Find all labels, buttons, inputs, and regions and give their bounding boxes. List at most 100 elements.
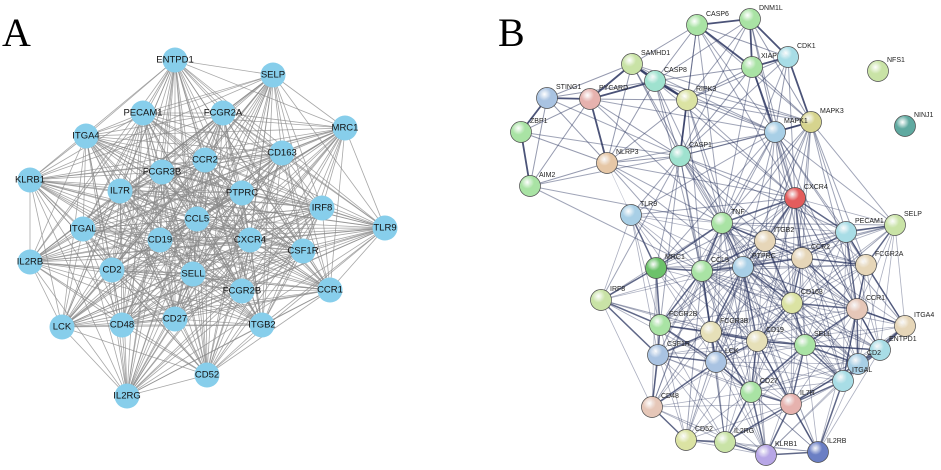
node-itgb2[interactable] bbox=[754, 230, 776, 252]
node-ripk3[interactable] bbox=[676, 89, 698, 111]
node-mapk1[interactable] bbox=[764, 121, 786, 143]
node-sell[interactable] bbox=[180, 261, 206, 287]
node-pecam1[interactable] bbox=[835, 221, 857, 243]
node-cd2[interactable] bbox=[847, 353, 869, 375]
node-samhd1[interactable] bbox=[621, 53, 643, 75]
node-fcgr3b[interactable] bbox=[700, 321, 722, 343]
node-klrb1[interactable] bbox=[755, 444, 777, 466]
node-cd163[interactable] bbox=[781, 292, 803, 314]
node-entpd1[interactable] bbox=[869, 339, 891, 361]
node-ninj1[interactable] bbox=[894, 115, 916, 137]
node-tlr9[interactable] bbox=[372, 215, 398, 241]
node-il2rg[interactable] bbox=[714, 431, 736, 453]
node-cd52[interactable] bbox=[194, 362, 220, 388]
node-cd48[interactable] bbox=[641, 396, 663, 418]
edge-mapk1-casp1 bbox=[679, 131, 776, 157]
node-ccr1[interactable] bbox=[846, 298, 868, 320]
node-irf8[interactable] bbox=[309, 195, 335, 221]
node-il7r[interactable] bbox=[780, 393, 802, 415]
node-klrb1[interactable] bbox=[17, 167, 43, 193]
node-label-fcgr2a: FCGR2A bbox=[875, 251, 904, 258]
node-cxcr4[interactable] bbox=[237, 227, 263, 253]
node-casp6[interactable] bbox=[686, 14, 708, 36]
edge-casp6-xiap bbox=[696, 24, 753, 68]
edge-mrc1-cd48 bbox=[651, 267, 657, 408]
node-lck[interactable] bbox=[705, 351, 727, 373]
node-cxcr4[interactable] bbox=[784, 187, 806, 209]
node-nlrp3[interactable] bbox=[596, 152, 618, 174]
node-lck[interactable] bbox=[49, 314, 75, 340]
edge-sell-itgb2 bbox=[192, 273, 263, 326]
node-csf1r[interactable] bbox=[647, 344, 669, 366]
node-fcgr2a[interactable] bbox=[210, 100, 236, 126]
node-itga4[interactable] bbox=[894, 315, 916, 337]
node-xiap[interactable] bbox=[741, 56, 763, 78]
edge-sell-csf1r bbox=[657, 344, 806, 356]
edge-mrc1-cd52 bbox=[206, 127, 346, 376]
node-cd19[interactable] bbox=[147, 227, 173, 253]
node-selp[interactable] bbox=[884, 214, 906, 236]
node-cd19[interactable] bbox=[746, 330, 768, 352]
node-zbp1[interactable] bbox=[510, 121, 532, 143]
node-pecam1[interactable] bbox=[130, 100, 156, 126]
node-sell[interactable] bbox=[794, 334, 816, 356]
node-il2rb[interactable] bbox=[17, 249, 43, 275]
node-itgb2[interactable] bbox=[249, 312, 275, 338]
node-itgal[interactable] bbox=[832, 370, 854, 392]
node-ptprc[interactable] bbox=[732, 256, 754, 278]
node-pycard[interactable] bbox=[579, 88, 601, 110]
edge-casp6-tnf bbox=[696, 24, 723, 224]
node-fcgr3b[interactable] bbox=[149, 159, 175, 185]
node-cd27[interactable] bbox=[740, 381, 762, 403]
edge-cd163-cxcr4 bbox=[249, 152, 283, 241]
edge-klrb1-ptprc bbox=[29, 179, 243, 194]
node-mapk3[interactable] bbox=[800, 111, 822, 133]
node-mrc1[interactable] bbox=[332, 115, 358, 141]
node-cd163[interactable] bbox=[269, 140, 295, 166]
node-ccr2[interactable] bbox=[791, 247, 813, 269]
node-irf8[interactable] bbox=[590, 289, 612, 311]
node-il2rg[interactable] bbox=[114, 383, 140, 409]
node-casp1[interactable] bbox=[669, 145, 691, 167]
node-itga4[interactable] bbox=[73, 123, 99, 149]
node-ccl5[interactable] bbox=[691, 260, 713, 282]
node-cd2[interactable] bbox=[99, 257, 125, 283]
node-aim2[interactable] bbox=[519, 175, 541, 197]
edge-cd2-il7r bbox=[790, 363, 859, 405]
edge-tnf-cd19 bbox=[721, 222, 758, 342]
node-label-nlrp3: NLRP3 bbox=[616, 149, 639, 156]
node-itgal[interactable] bbox=[70, 216, 96, 242]
edge-casp1-ptprc bbox=[679, 155, 744, 268]
node-cd27[interactable] bbox=[162, 306, 188, 332]
node-cd48[interactable] bbox=[109, 312, 135, 338]
edge-ccr2-il2rg bbox=[126, 159, 206, 397]
node-selp[interactable] bbox=[260, 62, 286, 88]
node-il7r[interactable] bbox=[107, 178, 133, 204]
node-nfs1[interactable] bbox=[867, 60, 889, 82]
node-ptprc[interactable] bbox=[229, 180, 255, 206]
node-ccr1[interactable] bbox=[317, 277, 343, 303]
node-tlr9[interactable] bbox=[620, 204, 642, 226]
edge-klrb1-cd48 bbox=[29, 179, 123, 326]
node-il2rb[interactable] bbox=[807, 441, 829, 463]
node-fcgr2b[interactable] bbox=[649, 314, 671, 336]
edge-mapk3-cd163 bbox=[791, 121, 812, 304]
edge-tnf-cd163 bbox=[721, 222, 793, 304]
node-entpd1[interactable] bbox=[162, 47, 188, 73]
node-tnf[interactable] bbox=[711, 212, 733, 234]
edge-fcgr2b-ccr1 bbox=[241, 289, 331, 292]
node-ccr2[interactable] bbox=[192, 147, 218, 173]
node-label-fcgr2b: FCGR2B bbox=[223, 286, 262, 297]
node-mrc1[interactable] bbox=[645, 257, 667, 279]
node-fcgr2b[interactable] bbox=[229, 278, 255, 304]
node-fcgr2a[interactable] bbox=[855, 254, 877, 276]
node-csf1r[interactable] bbox=[290, 238, 316, 264]
edge-mapk1-cxcr4 bbox=[774, 131, 796, 199]
node-cd52[interactable] bbox=[675, 429, 697, 451]
node-dnm1l[interactable] bbox=[739, 8, 761, 30]
node-ccl5[interactable] bbox=[184, 206, 210, 232]
node-sting1[interactable] bbox=[536, 87, 558, 109]
edge-itgb2-fcgr2b bbox=[659, 240, 766, 326]
node-casp8[interactable] bbox=[644, 70, 666, 92]
node-cdk1[interactable] bbox=[777, 46, 799, 68]
